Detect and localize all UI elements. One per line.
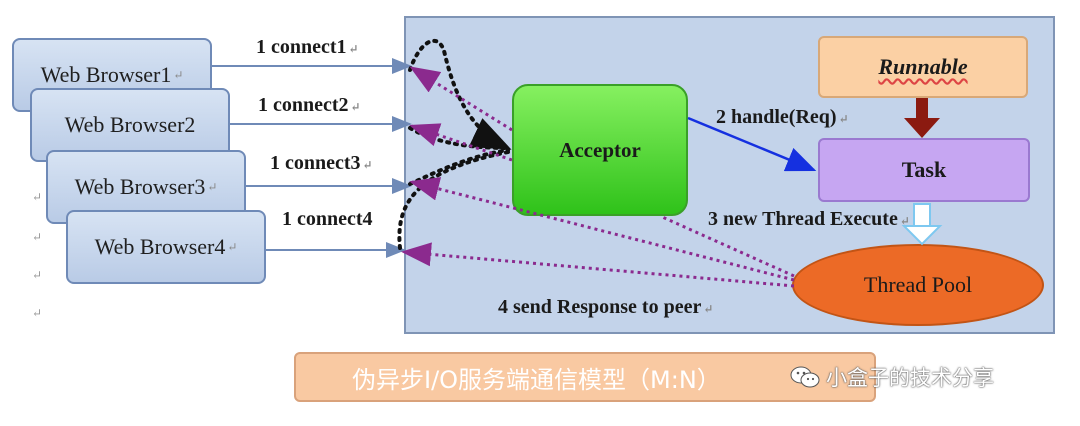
accept-curve-1 <box>408 39 512 150</box>
thread-pool-ellipse: Thread Pool <box>792 244 1044 326</box>
acceptor-box: Acceptor <box>512 84 688 216</box>
paragraph-mark: ↵ <box>32 268 43 282</box>
response-arrow-acceptor-1 <box>409 66 513 132</box>
task-label: Task <box>901 157 947 182</box>
response-arrow-pool-3 <box>409 177 795 282</box>
web-browser-4: Web Browser4↵ <box>66 210 266 284</box>
paragraph-mark: ↵ <box>32 306 43 320</box>
handle-label: 2 handle(Req)↵ <box>716 106 849 128</box>
execute-label: 3 new Thread Execute↵ <box>708 208 910 230</box>
task-box: Task <box>818 138 1030 202</box>
runnable-arrow-head <box>904 118 940 138</box>
thread-pool-label: Thread Pool <box>863 272 973 297</box>
web-browser-2-label: Web Browser2 <box>64 112 196 137</box>
runnable-arrow-shaft <box>916 98 928 122</box>
wechat-icon <box>790 366 820 388</box>
runnable-box: Runnable <box>818 36 1028 98</box>
paragraph-mark: ↵ <box>32 230 43 244</box>
response-arrow-pool-4 <box>401 242 795 288</box>
web-browser-4-label: Web Browser4 <box>94 234 226 259</box>
web-browser-3-label: Web Browser3 <box>74 174 206 199</box>
connect-label-3: 1 connect3↵ <box>270 152 373 174</box>
connect-label-4: 1 connect4 <box>282 208 373 230</box>
web-browser-1-label: Web Browser1 <box>40 62 172 87</box>
execute-arrow-head <box>901 225 943 246</box>
connect-label-1: 1 connect1↵ <box>256 36 359 58</box>
caption-text: 伪异步I/O服务端通信模型（M:N） <box>352 365 721 394</box>
accept-curve-4 <box>397 150 510 250</box>
paragraph-mark: ↵ <box>32 190 43 204</box>
execute-arrow-shaft <box>913 203 931 227</box>
handle-arrow <box>687 116 817 172</box>
acceptor-label: Acceptor <box>559 137 641 162</box>
connect-label-2: 1 connect2↵ <box>258 94 361 116</box>
web-browser-2: Web Browser2 <box>30 88 230 162</box>
caption-box: 伪异步I/O服务端通信模型（M:N） <box>294 352 876 402</box>
watermark-text: 小盒子的技术分享 <box>826 366 994 390</box>
runnable-label: Runnable <box>878 54 968 79</box>
response-label: 4 send Response to peer↵ <box>498 296 714 318</box>
watermark: 小盒子的技术分享 <box>790 362 994 392</box>
